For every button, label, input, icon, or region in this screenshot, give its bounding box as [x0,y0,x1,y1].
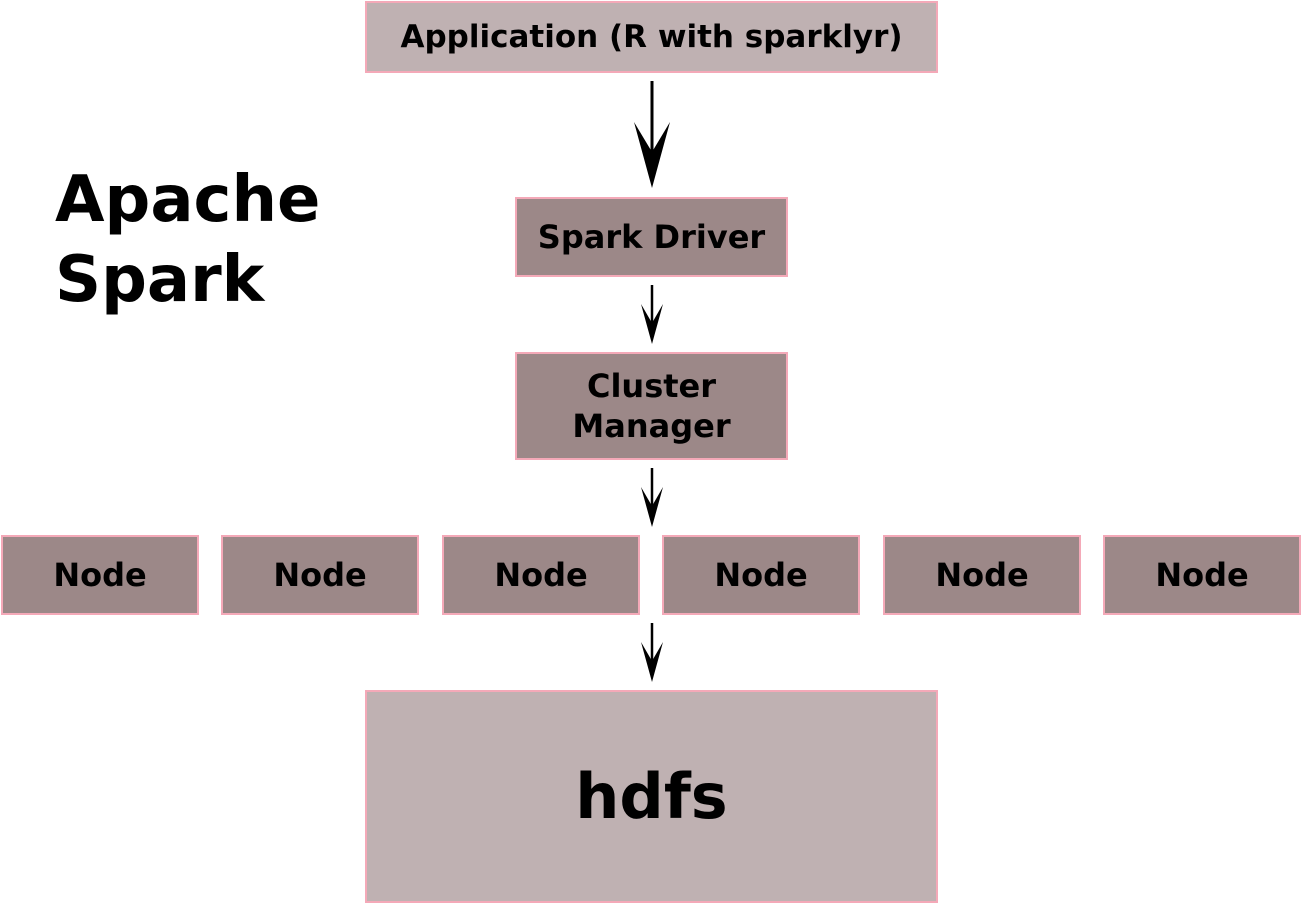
application-label: Application (R with sparklyr) [400,18,903,55]
diagram-title: Apache Spark [55,163,321,317]
arrow-driver-to-cluster-manager [641,285,663,344]
node-label: Node [273,556,367,594]
node-box-1: Node [1,535,199,615]
arrow-cluster-manager-to-nodes [641,468,663,527]
arrow-app-to-driver [634,81,670,188]
cluster-manager-box: Cluster Manager [515,352,788,460]
node-box-6: Node [1103,535,1301,615]
node-label: Node [1155,556,1249,594]
node-label: Node [494,556,588,594]
spark-driver-label: Spark Driver [537,218,766,256]
node-box-3: Node [442,535,640,615]
arrow-nodes-to-hdfs [641,623,663,682]
hdfs-label: hdfs [575,759,728,833]
node-box-5: Node [883,535,1081,615]
node-box-2: Node [221,535,419,615]
node-label: Node [935,556,1029,594]
node-box-4: Node [662,535,860,615]
application-box: Application (R with sparklyr) [365,1,938,73]
cluster-manager-label: Cluster Manager [572,367,731,445]
spark-driver-box: Spark Driver [515,197,788,277]
node-label: Node [714,556,808,594]
hdfs-box: hdfs [365,690,938,903]
node-label: Node [53,556,147,594]
